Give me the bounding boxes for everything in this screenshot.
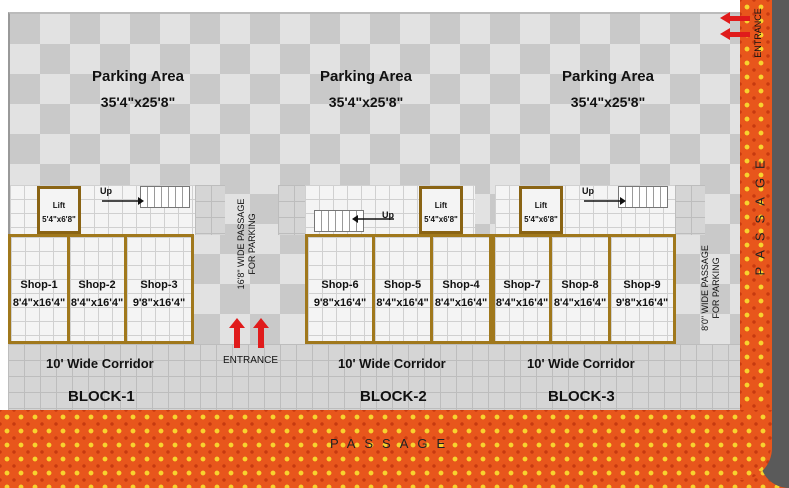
parking-area-1-dims: 35'4"x25'8" bbox=[100, 94, 176, 110]
wide-passage-2-line2: FOR PARKING bbox=[711, 257, 721, 319]
parking-area-1-title: Parking Area bbox=[92, 68, 184, 85]
passage-label-right: PASSAGE bbox=[752, 151, 768, 276]
shop-2: Shop-2 8'4"x16'4" bbox=[67, 234, 127, 344]
shop-9: Shop-9 9'8"x16'4" bbox=[608, 234, 676, 344]
shop-6: Shop-6 9'8"x16'4" bbox=[305, 234, 375, 344]
parking-area-3-title: Parking Area bbox=[562, 68, 654, 85]
stairs-1-arrow-icon bbox=[102, 197, 144, 205]
stairs-1 bbox=[140, 186, 190, 208]
shop-1-name: Shop-1 bbox=[20, 279, 58, 291]
lift-2: Lift 5'4"x6'8" bbox=[419, 186, 463, 234]
shop-3-name: Shop-3 bbox=[140, 279, 178, 291]
shop-9-dims: 9'8"x16'4" bbox=[615, 297, 669, 309]
stairs-1-label: Up bbox=[100, 186, 112, 196]
passage-bottom-inner bbox=[0, 410, 772, 480]
lift-1: Lift 5'4"x6'8" bbox=[37, 186, 81, 234]
wide-passage-2-label: 8'0" WIDE PASSAGE FOR PARKING bbox=[700, 233, 722, 343]
lobby-side-3 bbox=[675, 185, 705, 235]
lift-2-dims: 5'4"x6'8" bbox=[424, 215, 458, 224]
wide-passage-1-line2: FOR PARKING bbox=[247, 213, 257, 275]
shop-2-dims: 8'4"x16'4" bbox=[70, 297, 124, 309]
passage-right-inner bbox=[740, 0, 772, 480]
lift-3-label: Lift bbox=[534, 201, 548, 210]
stairs-3 bbox=[618, 186, 668, 208]
shop-7-name: Shop-7 bbox=[503, 279, 541, 291]
block-3-label: BLOCK-3 bbox=[548, 388, 615, 405]
shop-8-dims: 8'4"x16'4" bbox=[553, 297, 607, 309]
lobby-side-1 bbox=[195, 185, 225, 235]
shop-7-dims: 8'4"x16'4" bbox=[495, 297, 549, 309]
entrance-bottom-label: ENTRANCE bbox=[223, 355, 279, 366]
lift-3-dims: 5'4"x6'8" bbox=[524, 215, 558, 224]
parking-area-2-dims: 35'4"x25'8" bbox=[328, 94, 404, 110]
shop-8: Shop-8 8'4"x16'4" bbox=[549, 234, 611, 344]
parking-area-2-title: Parking Area bbox=[320, 68, 412, 85]
lift-1-dims: 5'4"x6'8" bbox=[42, 215, 76, 224]
shop-4-dims: 8'4"x16'4" bbox=[434, 297, 488, 309]
shop-5: Shop-5 8'4"x16'4" bbox=[372, 234, 433, 344]
shop-9-name: Shop-9 bbox=[623, 279, 661, 291]
stairs-3-label: Up bbox=[582, 186, 594, 196]
shop-1-dims: 8'4"x16'4" bbox=[12, 297, 66, 309]
parking-area-3-dims: 35'4"x25'8" bbox=[570, 94, 646, 110]
shop-1: Shop-1 8'4"x16'4" bbox=[8, 234, 70, 344]
shop-8-name: Shop-8 bbox=[561, 279, 599, 291]
block-2-label: BLOCK-2 bbox=[360, 388, 427, 405]
stairs-2-arrow-icon bbox=[352, 215, 394, 223]
shop-5-dims: 8'4"x16'4" bbox=[376, 297, 429, 309]
entrance-arrow-icon bbox=[229, 318, 269, 348]
stairs-2-label: Up bbox=[382, 210, 394, 220]
corridor bbox=[8, 344, 740, 410]
entrance-right-arrow-icon bbox=[720, 12, 750, 40]
shop-3: Shop-3 9'8"x16'4" bbox=[124, 234, 194, 344]
lift-1-label: Lift bbox=[52, 201, 66, 210]
shop-6-name: Shop-6 bbox=[321, 279, 359, 291]
wide-passage-1-label: 16'8" WIDE PASSAGE FOR PARKING bbox=[236, 179, 258, 309]
stairs-2 bbox=[314, 210, 364, 232]
passage-label-bottom: PASSAGE bbox=[330, 436, 455, 451]
lift-3: Lift 5'4"x6'8" bbox=[519, 186, 563, 234]
wide-passage-2-line1: 8'0" WIDE PASSAGE bbox=[700, 245, 710, 331]
shop-6-dims: 9'8"x16'4" bbox=[313, 297, 367, 309]
shop-4: Shop-4 8'4"x16'4" bbox=[430, 234, 492, 344]
corridor-label-3: 10' Wide Corridor bbox=[527, 356, 635, 371]
shop-2-name: Shop-2 bbox=[78, 279, 116, 291]
block-1-label: BLOCK-1 bbox=[68, 388, 135, 405]
lift-2-label: Lift bbox=[434, 201, 448, 210]
shop-7: Shop-7 8'4"x16'4" bbox=[492, 234, 552, 344]
shop-3-dims: 9'8"x16'4" bbox=[132, 297, 186, 309]
lobby-side-2 bbox=[278, 185, 305, 235]
wide-passage-1-line1: 16'8" WIDE PASSAGE bbox=[236, 198, 246, 290]
entrance-right-label: ENTRANCE bbox=[753, 8, 763, 58]
shop-5-name: Shop-5 bbox=[383, 279, 422, 291]
stairs-3-arrow-icon bbox=[584, 197, 626, 205]
corridor-label-2: 10' Wide Corridor bbox=[338, 356, 446, 371]
shop-4-name: Shop-4 bbox=[442, 279, 480, 291]
corridor-label-1: 10' Wide Corridor bbox=[46, 356, 154, 371]
